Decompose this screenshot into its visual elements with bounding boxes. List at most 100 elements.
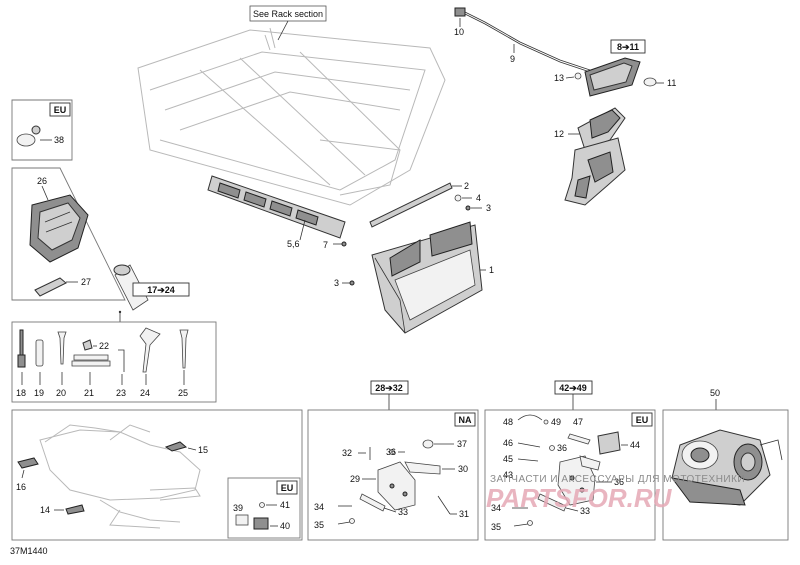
tool-kit [17, 327, 189, 373]
range-tag-na [370, 380, 409, 395]
callout-43: 43 [503, 470, 513, 480]
callout-22: 22 [99, 341, 109, 351]
decal-16 [17, 457, 39, 469]
nut-36-na [389, 449, 395, 455]
callout-30: 30 [458, 464, 468, 474]
plate-33-na [359, 493, 386, 512]
callout-15: 15 [198, 445, 208, 455]
hitch-bracket-eu [557, 455, 601, 506]
pin-45 [517, 458, 539, 462]
mounting-strip [369, 182, 453, 228]
winch-box-frame [662, 409, 789, 541]
callout-7: 7 [323, 240, 328, 250]
pin-47 [567, 433, 591, 445]
callout-49: 49 [551, 417, 561, 427]
callout-13: 13 [554, 73, 564, 83]
bolt-35-na [337, 521, 351, 525]
callout-30-eu: 36 [614, 477, 624, 487]
decal-14 [65, 504, 85, 515]
rear-bracket [564, 137, 626, 206]
tail-light [584, 57, 641, 97]
callout-26: 26 [37, 176, 47, 186]
range-tag-na-text: 28➔32 [375, 383, 403, 393]
eu-small-frame [227, 477, 301, 539]
callout-9: 9 [510, 54, 515, 64]
watermark-tagline: ЗАПЧАСТИ И АКСЕССУАРЫ ДЛЯ МОТОТЕХНИКИ [490, 474, 745, 485]
eu-mirror-box: EU 38 [11, 99, 73, 161]
snowmobile-outline [39, 424, 201, 529]
decal-15 [164, 441, 188, 452]
callout-10: 10 [454, 27, 464, 37]
na-box-frame [307, 409, 479, 541]
spacer-37 [422, 439, 434, 449]
callout-19: 19 [34, 388, 44, 398]
washer-4 [454, 194, 462, 202]
tag-eu: EU [636, 415, 649, 425]
grommet-13 [574, 72, 582, 80]
tag-eu-small: EU [281, 483, 294, 493]
callout-3-top: 3 [486, 203, 491, 213]
range-tag-light-text: 8➔11 [617, 42, 639, 52]
rack-note: See Rack section [253, 9, 323, 19]
range-tag-eu-text: 42➔49 [559, 383, 587, 393]
plate-39 [235, 514, 249, 526]
callout-21: 21 [84, 388, 94, 398]
nut-36-eu [549, 445, 555, 451]
callout-50: 50 [710, 388, 720, 398]
wire-harness [454, 7, 591, 73]
callout-33-eu: 33 [580, 506, 590, 516]
decal-box-frame [11, 409, 303, 541]
callout-18: 18 [16, 388, 26, 398]
callout-2: 2 [464, 181, 469, 191]
callout-36-na: 36 [386, 447, 396, 457]
callout-36-eu: 36 [557, 443, 567, 453]
callout-46: 46 [503, 438, 513, 448]
rack-note-leader [277, 20, 289, 41]
accessory-panel-frame [11, 167, 126, 301]
reflector-bar [207, 175, 346, 239]
callout-3-bottom: 3 [334, 278, 339, 288]
callout-4: 4 [476, 193, 481, 203]
range-tag-spray-text: 17➔24 [147, 285, 175, 295]
callout-12: 12 [554, 129, 564, 139]
callout-5-6: 5,6 [287, 239, 300, 249]
callout-27: 27 [81, 277, 91, 287]
cargo-rack-ghost [137, 27, 446, 206]
plate-40 [253, 517, 269, 530]
rivet-41 [259, 502, 265, 508]
figure-code: 37M1440 [10, 546, 48, 556]
callout-14: 14 [40, 505, 50, 515]
range-tag-light [610, 39, 646, 54]
callout-34-na: 34 [314, 502, 324, 512]
callout-34-eu: 34 [491, 503, 501, 513]
screw-3-top [465, 205, 471, 211]
plate-33-eu [537, 493, 567, 512]
rear-flap [371, 221, 483, 334]
screw-7 [341, 241, 347, 247]
callout-48: 48 [503, 417, 513, 427]
callout-41: 41 [280, 500, 290, 510]
callout-47: 47 [573, 417, 583, 427]
bulb-11 [643, 77, 657, 87]
eu-box-frame [484, 409, 656, 541]
strap-27 [34, 277, 67, 297]
storage-bag [29, 194, 89, 263]
callout-20: 20 [56, 388, 66, 398]
bolt-46 [517, 442, 541, 448]
hitch-bracket-na [377, 461, 441, 511]
reflector-38 [16, 133, 36, 147]
tool-kit-frame [11, 321, 217, 403]
bolt-35-eu [513, 523, 529, 527]
tag-eu-box [631, 412, 653, 427]
callout-11: 11 [667, 78, 676, 88]
callout-29: 29 [350, 474, 360, 484]
callout-38: 38 [54, 135, 64, 145]
callout-44: 44 [630, 440, 640, 450]
callout-45: 45 [503, 454, 513, 464]
callout-24: 24 [140, 388, 150, 398]
range-tag-spray [132, 282, 190, 297]
callout-35-na: 35 [314, 520, 324, 530]
watermark-logo: PARTSFOR.RU [486, 483, 673, 513]
callout-16: 16 [16, 482, 26, 492]
